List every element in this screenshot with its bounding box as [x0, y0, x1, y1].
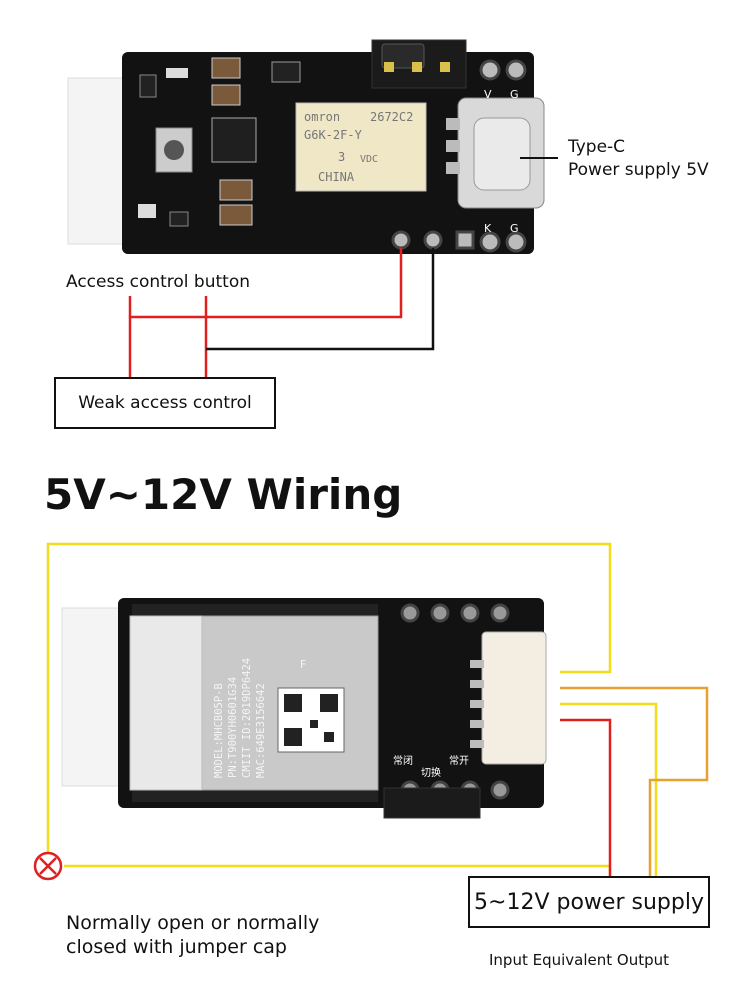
top-board: [67, 39, 545, 254]
relay-model: G6K-2F-Y: [304, 128, 362, 142]
module-cmiit: CMIIT ID:2019DP6424: [241, 657, 253, 778]
label-switch: 切换: [421, 768, 441, 779]
orange-wire: [560, 686, 709, 880]
bottom-board: [61, 598, 547, 819]
type-c-subtitle: Power supply 5V: [568, 160, 709, 180]
pin-label-k: K: [484, 222, 492, 235]
jumper-note-line2: closed with jumper cap: [66, 936, 287, 958]
jumper-bottom: [383, 787, 481, 819]
module-model: MODEL:MHCB05P-B: [213, 683, 225, 778]
x-mark-icon: [33, 851, 63, 881]
antenna-connector: [67, 77, 133, 245]
module-pn: PN:T900YH0601G34: [227, 676, 239, 778]
module-letter: F: [300, 658, 307, 671]
antenna-board: [61, 607, 127, 787]
access-button-label: Access control button: [66, 272, 251, 292]
pin-label-g: G: [510, 88, 519, 101]
relay-voltage: 3: [338, 150, 346, 164]
weak-access-control-box: Weak access control: [54, 377, 276, 429]
pin-com: [423, 230, 443, 250]
power-supply-label: 5~12V power supply: [474, 889, 704, 915]
page-heading: 5V~12V Wiring: [44, 470, 403, 519]
label-nc: 常闭: [393, 756, 413, 767]
output-note: Input Equivalent Output: [489, 951, 670, 969]
pin-nc: [391, 230, 411, 250]
relay-brand: omron: [304, 110, 341, 124]
pin-no: [455, 230, 475, 250]
module-mac: MAC:649E3156642: [255, 683, 267, 778]
module-markings: MODEL:MHCB05P-B PN:T900YH0601G34 CMIIT I…: [130, 526, 267, 778]
screw-terminal: [481, 631, 547, 765]
power-supply-box: 5~12V power supply: [468, 876, 710, 928]
pin-label-v: V: [484, 88, 492, 101]
red-wire-top: [128, 248, 403, 378]
label-no: 常开: [449, 756, 469, 767]
pin-label-g2: G: [510, 222, 519, 235]
relay-origin: CHINA: [318, 170, 355, 184]
yellow-loop: [46, 542, 709, 880]
top-wires: [128, 157, 558, 378]
relay-code: 2672C2: [370, 110, 414, 124]
red-wire-bottom: [560, 718, 612, 877]
relay: [295, 102, 427, 192]
weak-access-control-label: Weak access control: [78, 393, 252, 413]
black-wire-top: [206, 248, 435, 351]
type-c-title: Type-C: [568, 137, 626, 157]
relay-unit: VDC: [360, 154, 379, 165]
regulator-chip: [211, 117, 257, 163]
jumper-note-line1: Normally open or normally: [66, 912, 320, 934]
